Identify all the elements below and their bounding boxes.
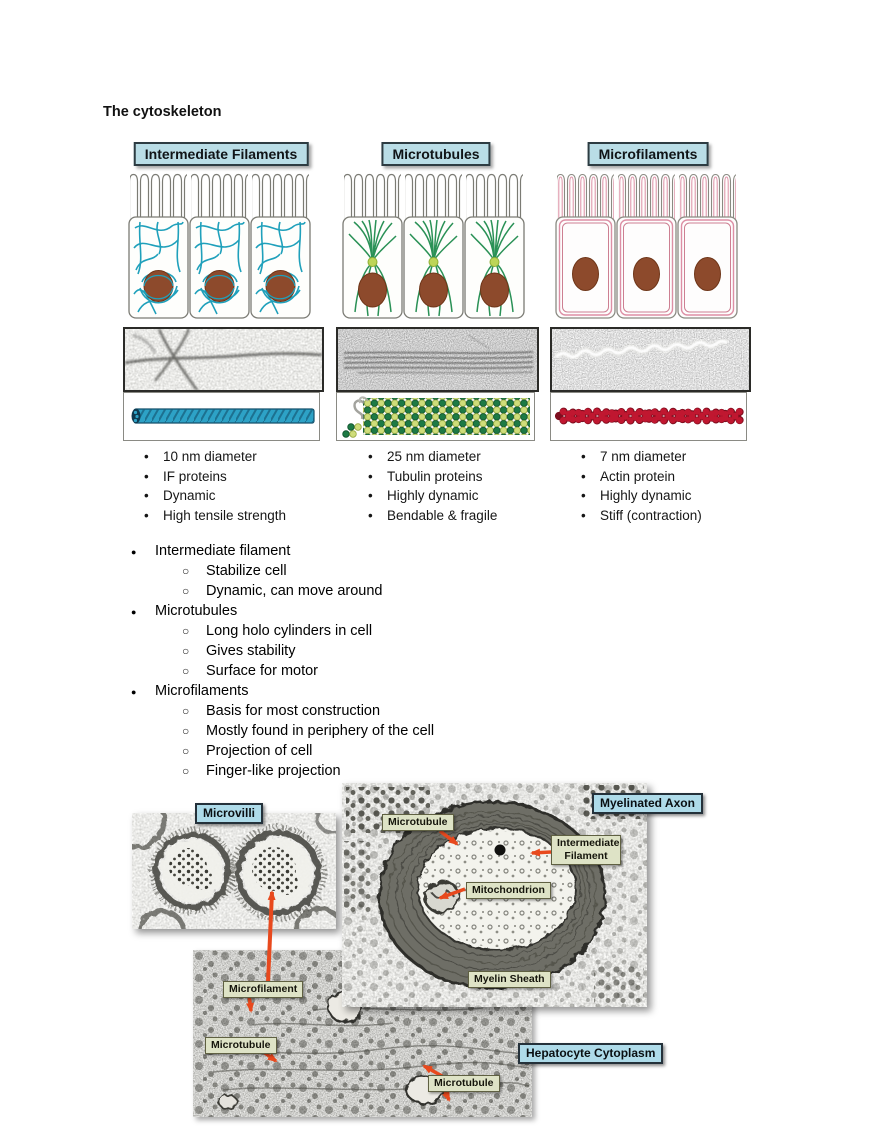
if-properties-list: 10 nm diameter IF proteins Dynamic High … xyxy=(123,447,323,525)
list-item: IF proteins xyxy=(123,467,323,487)
microfilament-schematic xyxy=(550,392,747,441)
list-item: 10 nm diameter xyxy=(123,447,323,467)
note-topic: Intermediate filament xyxy=(123,541,663,562)
note-subitem: Mostly found in periphery of the cell xyxy=(123,721,663,741)
intermediate-filament-annotation: Intermediate Filament xyxy=(551,835,621,866)
note-subitem: Dynamic, can move around xyxy=(123,581,663,601)
intermediate-filament-cell-diagram xyxy=(123,170,320,322)
mitochondrion-annotation: Mitochondrion xyxy=(466,882,551,900)
list-item: Actin protein xyxy=(560,467,760,487)
myelin-sheath-annotation: Myelin Sheath xyxy=(468,971,551,989)
list-item: Bendable & fragile xyxy=(347,506,547,526)
list-item: Highly dynamic xyxy=(347,486,547,506)
microtubule-cell-diagram xyxy=(336,170,535,322)
microfilament-em-strip xyxy=(550,327,751,392)
note-subitem: Long holo cylinders in cell xyxy=(123,621,663,641)
intermediate-filament-em-strip xyxy=(123,327,324,392)
microtubule-em-strip xyxy=(336,327,539,392)
microfilament-annotation: Microfilament xyxy=(223,981,304,999)
note-subitem: Surface for motor xyxy=(123,661,663,681)
microtubule-axon-annotation: Microtubule xyxy=(382,814,454,832)
hepatocyte-cytoplasm-label: Hepatocyte Cytoplasm xyxy=(518,1043,664,1064)
list-item: 25 nm diameter xyxy=(347,447,547,467)
page-title: The cytoskeleton xyxy=(103,104,222,120)
header-intermediate-filaments: Intermediate Filaments xyxy=(133,142,309,166)
microtubule-hep-left-annotation: Microtubule xyxy=(205,1037,277,1055)
note-topic: Microtubules xyxy=(123,601,663,622)
header-microfilaments: Microfilaments xyxy=(587,142,709,166)
note-subitem: Basis for most construction xyxy=(123,701,663,721)
microvilli-em-image xyxy=(132,813,336,929)
list-item: Dynamic xyxy=(123,486,323,506)
microfilament-cell-diagram xyxy=(550,170,747,322)
microtubule-hep-right-annotation: Microtubule xyxy=(428,1075,500,1093)
list-item: High tensile strength xyxy=(123,506,323,526)
mt-properties-list: 25 nm diameter Tubulin proteins Highly d… xyxy=(347,447,547,525)
microvilli-label: Microvilli xyxy=(195,803,264,824)
note-subitem: Finger-like projection xyxy=(123,761,663,781)
header-microtubules: Microtubules xyxy=(381,142,491,166)
note-subitem: Projection of cell xyxy=(123,741,663,761)
note-subitem: Stabilize cell xyxy=(123,561,663,581)
myelinated-axon-label: Myelinated Axon xyxy=(592,793,703,814)
note-subitem: Gives stability xyxy=(123,641,663,661)
list-item: Stiff (contraction) xyxy=(560,506,760,526)
notes-outline: Intermediate filament Stabilize cell Dyn… xyxy=(123,541,663,781)
dense-granule xyxy=(494,844,506,856)
list-item: 7 nm diameter xyxy=(560,447,760,467)
intermediate-filament-schematic xyxy=(123,392,320,441)
mf-properties-list: 7 nm diameter Actin protein Highly dynam… xyxy=(560,447,760,525)
note-topic: Microfilaments xyxy=(123,681,663,702)
list-item: Tubulin proteins xyxy=(347,467,547,487)
microtubule-schematic xyxy=(336,392,535,441)
list-item: Highly dynamic xyxy=(560,486,760,506)
